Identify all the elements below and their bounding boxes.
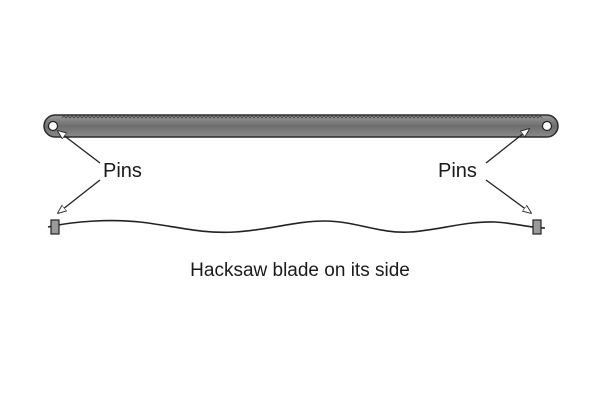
blade-top-view xyxy=(43,114,559,138)
blade-teeth xyxy=(61,114,543,119)
pointer-arrows xyxy=(58,129,531,213)
arrow-left-to-top-pin xyxy=(58,131,101,164)
blade-side-wave xyxy=(47,219,546,234)
pin-right-side xyxy=(532,219,542,235)
arrow-left-to-side-pin xyxy=(58,179,101,213)
arrow-right-to-top-pin xyxy=(485,129,529,164)
blade-body xyxy=(43,114,559,138)
diagram-caption: Hacksaw blade on its side xyxy=(190,260,410,281)
pin-hole-right xyxy=(541,120,553,132)
pin-hole-left xyxy=(47,120,59,132)
pins-label-right: Pins xyxy=(438,160,477,182)
arrow-right-to-side-pin xyxy=(485,179,531,213)
pin-left-side xyxy=(50,219,60,235)
blade-side-view xyxy=(47,219,546,235)
pins-label-left: Pins xyxy=(103,160,142,182)
blade-teeth-edge xyxy=(61,114,543,119)
